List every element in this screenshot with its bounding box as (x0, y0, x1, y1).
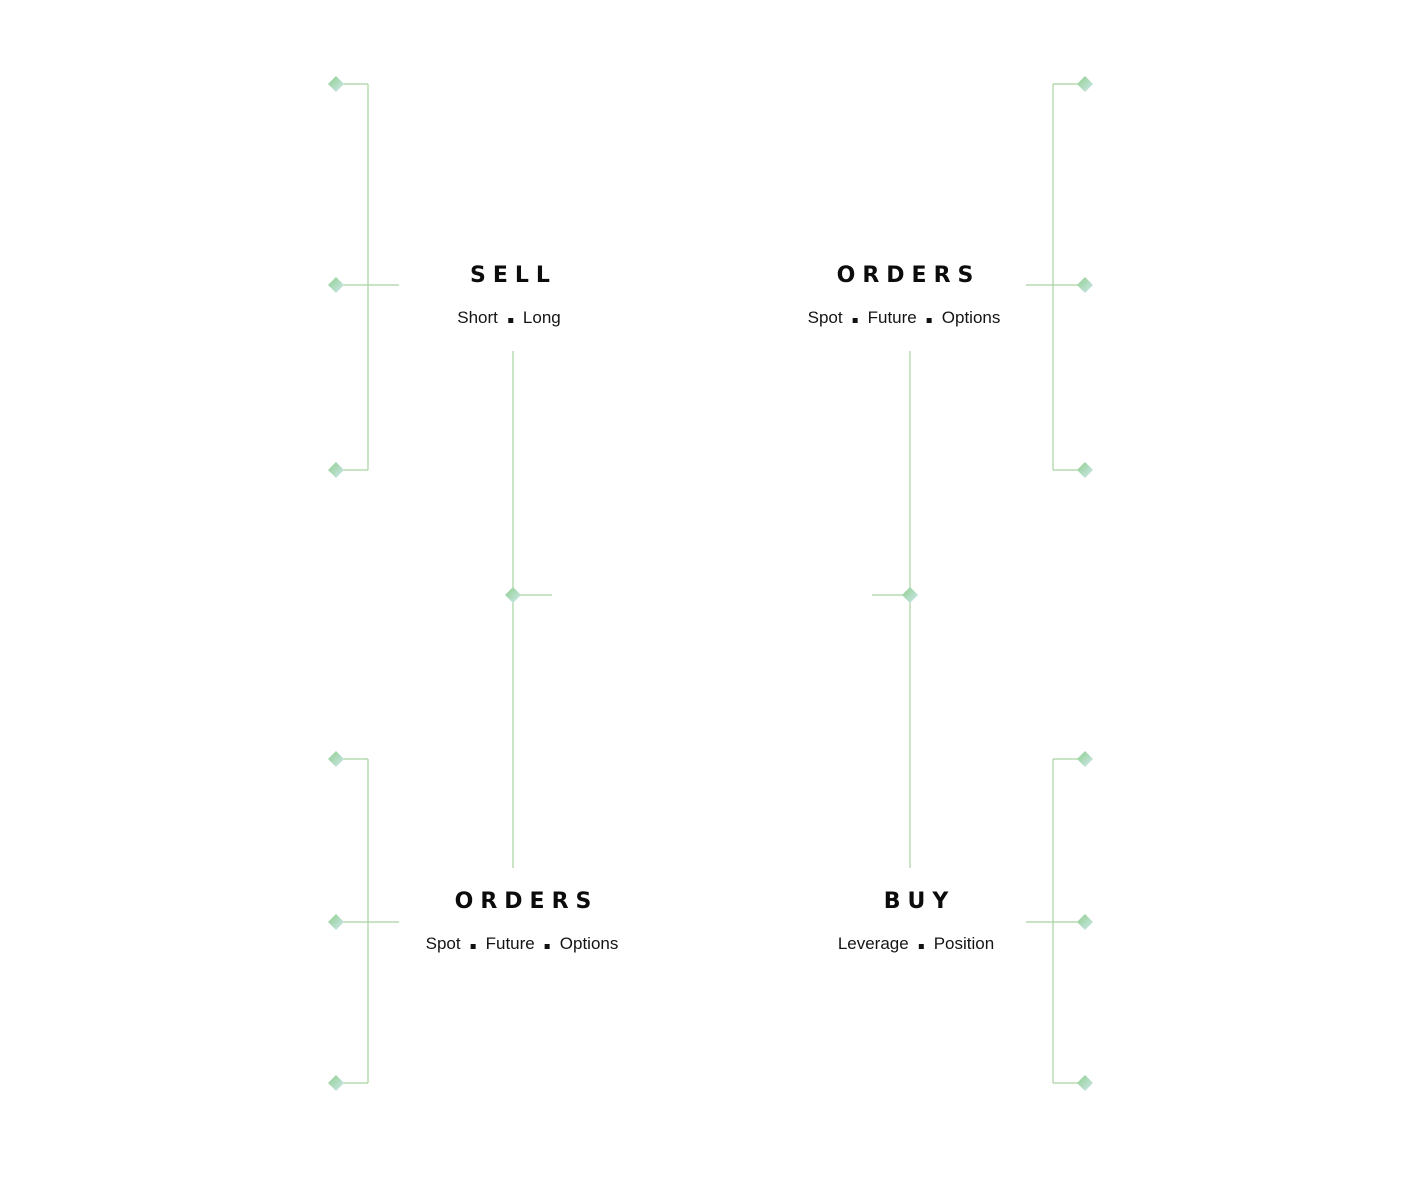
node-item-position: Position (933, 934, 995, 953)
node-item-future: Future (867, 308, 917, 327)
diamond-marker-icon (1077, 751, 1093, 767)
node-item-short: Short (457, 308, 498, 327)
diamond-marker-icon (1077, 76, 1093, 92)
connector-markers (328, 76, 1093, 1091)
diamond-marker-icon (1077, 1075, 1093, 1091)
node-title-sell: SELL (470, 263, 557, 288)
diamond-marker-icon (328, 462, 344, 478)
node-items-orders-bottom: Spot Future Options (426, 934, 619, 954)
separator-square-icon (544, 943, 550, 949)
diamond-marker-icon (328, 277, 344, 293)
node-title-orders-top: ORDERS (836, 263, 981, 288)
node-item-long: Long (522, 308, 561, 327)
node-item-future: Future (485, 934, 535, 953)
diamond-marker-icon (1077, 277, 1093, 293)
separator-square-icon (852, 317, 858, 323)
diamond-marker-icon (1077, 914, 1093, 930)
diamond-marker-icon (505, 587, 521, 603)
diamond-marker-icon (328, 914, 344, 930)
diamond-marker-icon (902, 587, 918, 603)
node-item-options: Options (559, 934, 619, 953)
separator-square-icon (507, 317, 513, 323)
node-item-spot: Spot (425, 934, 461, 953)
separator-square-icon (926, 317, 932, 323)
node-items-sell: Short Long (457, 308, 560, 328)
diamond-marker-icon (328, 751, 344, 767)
diamond-marker-icon (1077, 462, 1093, 478)
node-title-orders-bottom: ORDERS (454, 889, 599, 914)
separator-square-icon (918, 943, 924, 949)
node-items-orders-top: Spot Future Options (808, 308, 1001, 328)
separator-square-icon (470, 943, 476, 949)
connector-lines (336, 83, 1085, 1084)
node-title-buy: BUY (883, 889, 956, 914)
diamond-marker-icon (328, 76, 344, 92)
diamond-marker-icon (328, 1075, 344, 1091)
node-item-options: Options (941, 308, 1001, 327)
node-item-leverage: Leverage (837, 934, 909, 953)
node-items-buy: Leverage Position (838, 934, 994, 954)
node-item-spot: Spot (807, 308, 843, 327)
